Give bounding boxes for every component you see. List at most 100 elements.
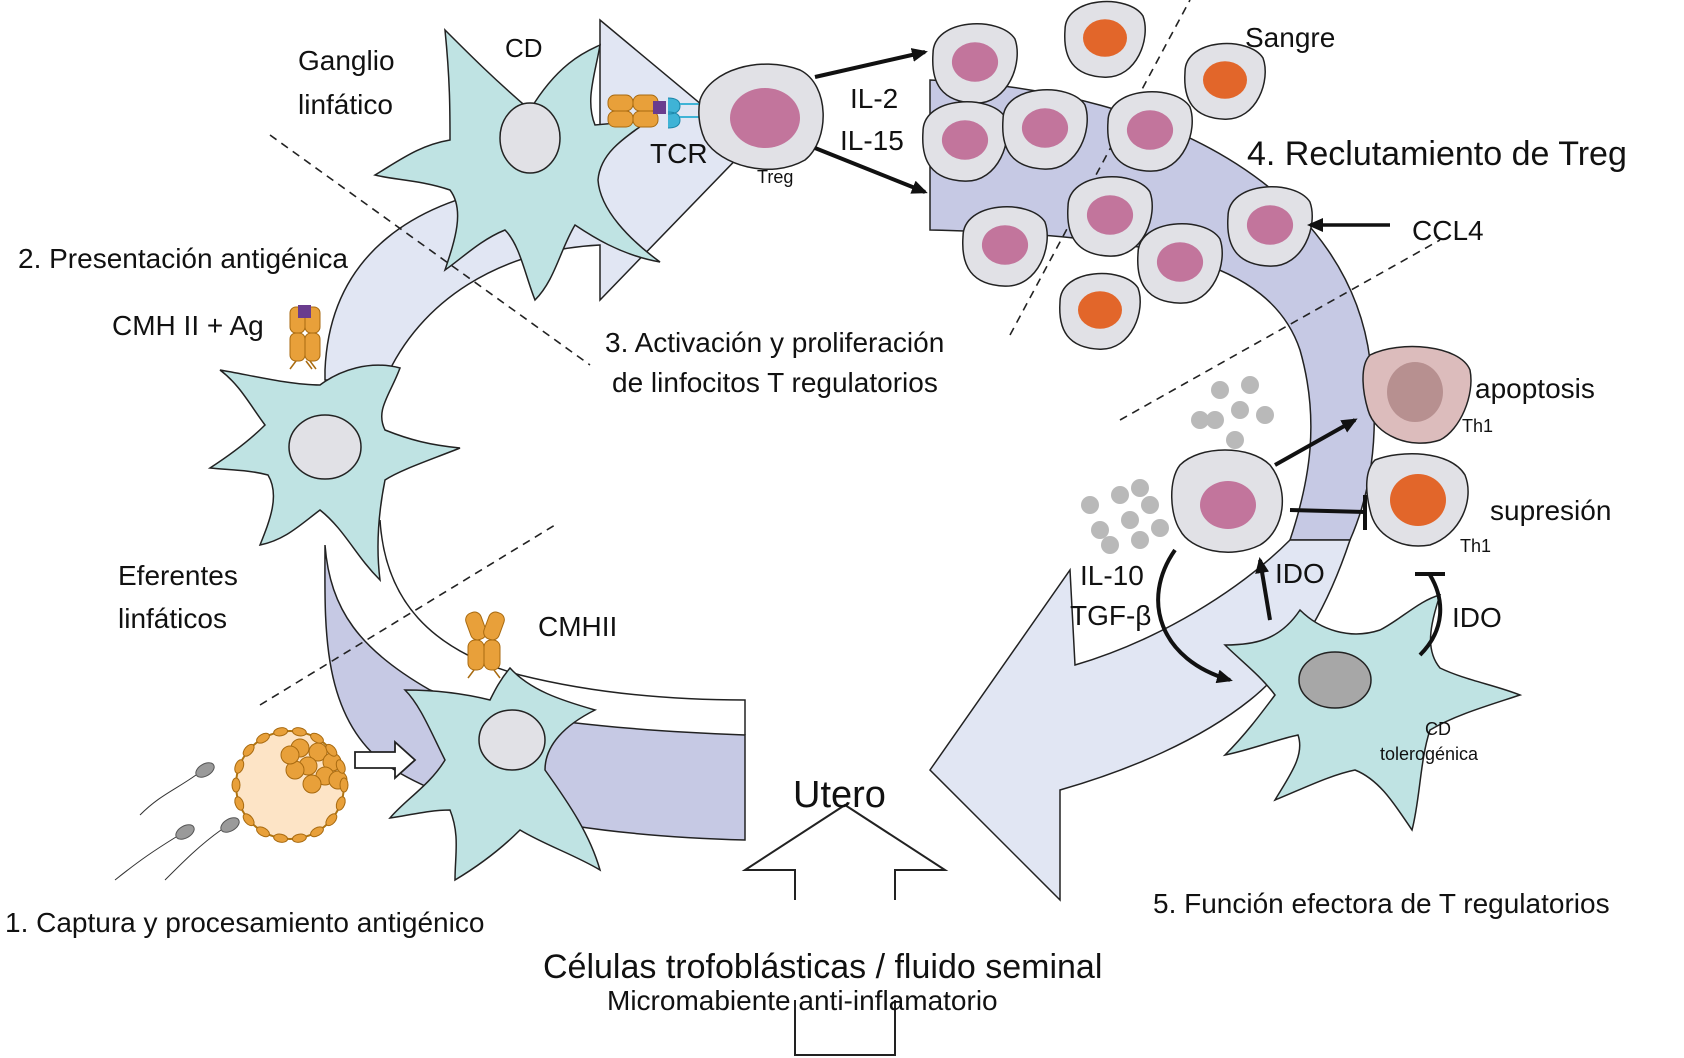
treg-cell-1 — [922, 101, 1008, 182]
label-bottom-2: Micromabiente anti-inflamatorio — [607, 985, 998, 1016]
cytokine-dot-6 — [1191, 411, 1209, 429]
apoptotic-th1-cell — [1362, 345, 1472, 444]
zona-cell-300 — [310, 732, 324, 744]
zona-cell-220 — [242, 743, 255, 757]
label-step3-1: 3. Activación y proliferación — [605, 327, 944, 358]
ido-inhibition-curve — [1418, 573, 1443, 657]
label-step1: 1. Captura y procesamiento antigénico — [5, 907, 484, 938]
cytokine-dot-15 — [1151, 519, 1169, 537]
cytokine-dot-5 — [1226, 431, 1244, 449]
label-bottom-1: Células trofoblásticas / fluido seminal — [543, 948, 1102, 986]
cytokine-dot-9 — [1131, 479, 1149, 497]
cytokine-dot-2 — [1231, 401, 1249, 419]
label-sangre: Sangre — [1245, 22, 1335, 53]
blood-cell-1 — [1184, 42, 1266, 120]
label-th1-supresion: Th1 — [1460, 536, 1491, 556]
cytokine-dot-8 — [1111, 486, 1129, 504]
label-ido-right: IDO — [1452, 602, 1502, 633]
il-arrow-lower — [814, 146, 928, 194]
zona-cell-120 — [256, 826, 270, 838]
zona-cell-280 — [291, 727, 307, 737]
cytokine-dot-11 — [1121, 511, 1139, 529]
label-cmh-ag: CMH II + Ag — [112, 310, 264, 341]
label-step2: 2. Presentación antigénica — [18, 243, 348, 274]
cycle-band-lower-left — [324, 544, 746, 841]
sperm-cells — [114, 762, 240, 881]
treg-cluster — [922, 0, 1313, 350]
label-cd-tol-2: tolerogénica — [1380, 744, 1479, 764]
il10-curved-arrow — [1156, 548, 1233, 684]
zona-cell-80 — [291, 833, 307, 843]
ido-arrow-up — [1255, 557, 1272, 621]
cytokine-dot-12 — [1141, 496, 1159, 514]
cytokine-dot-10 — [1091, 521, 1109, 539]
il-arrow-upper — [814, 48, 928, 79]
treg-cell-5 — [1227, 186, 1313, 267]
utero-input-arrow — [741, 803, 949, 1056]
cytokine-dot-14 — [1131, 531, 1149, 549]
label-step5: 5. Función efectora de T regulatorios — [1153, 888, 1610, 919]
label-step4: 4. Reclutamiento de Treg — [1247, 135, 1627, 173]
label-tgfb: TGF-β — [1070, 600, 1151, 631]
region-separators — [259, 0, 1441, 706]
zona-cell-180 — [231, 777, 241, 793]
blood-cell-0 — [1064, 0, 1146, 78]
zona-cell-160 — [234, 796, 245, 811]
embryo — [231, 727, 349, 843]
zona-cell-320 — [325, 743, 338, 757]
zona-cell-140 — [242, 813, 255, 827]
label-eferentes-1: Eferentes — [118, 560, 238, 591]
cycle-band-lower-left-inner — [379, 519, 746, 735]
zona-cell-240 — [256, 732, 270, 744]
zona-cell-260 — [273, 727, 289, 737]
tolerogenic-dendritic-cell — [1222, 593, 1523, 832]
label-cd-tol-1: CD — [1425, 719, 1451, 739]
label-ccl4: CCL4 — [1412, 215, 1484, 246]
zona-cell-20 — [335, 796, 346, 811]
cytokine-dot-13 — [1101, 536, 1119, 554]
treg-cell-4 — [1067, 176, 1153, 257]
cytokine-dot-4 — [1206, 411, 1224, 429]
cytokine-dot-0 — [1211, 381, 1229, 399]
cytokine-dot-1 — [1241, 376, 1259, 394]
label-apoptosis: apoptosis — [1475, 373, 1595, 404]
zona-cell-40 — [325, 813, 338, 827]
label-ganglio-2: linfático — [298, 89, 393, 120]
zona-cell-100 — [273, 833, 289, 843]
treg-cell — [698, 63, 824, 171]
label-ido-center: IDO — [1275, 558, 1325, 589]
zona-cell-200 — [234, 759, 245, 774]
treg-cell-2 — [1002, 89, 1088, 170]
label-cd-top: CD — [505, 33, 543, 63]
treg-cell-6 — [962, 206, 1048, 287]
cytokine-dots — [1081, 376, 1274, 554]
blastomere-8 — [280, 745, 300, 765]
mhc-tcr-complex — [607, 94, 710, 129]
label-treg: Treg — [757, 167, 793, 187]
label-cmhii: CMHII — [538, 611, 617, 642]
zona-cell-0 — [339, 777, 349, 793]
zona-cell-60 — [310, 826, 324, 838]
label-tcr: TCR — [650, 138, 708, 169]
dendritic-cell-middle — [207, 364, 461, 583]
dendritic-cell-bottom — [388, 666, 602, 882]
cmhii-receptor — [465, 611, 505, 679]
treg-cell-7 — [1137, 223, 1223, 304]
label-ganglio-1: Ganglio — [298, 45, 395, 76]
effector-treg — [1171, 449, 1283, 553]
treg-cell-3 — [1107, 91, 1193, 172]
label-step3-2: de linfocitos T regulatorios — [612, 367, 938, 398]
label-supresion: supresión — [1490, 495, 1611, 526]
label-il2: IL-2 — [850, 83, 898, 114]
capture-arrow — [354, 739, 417, 781]
apoptosis-arrow — [1274, 418, 1358, 467]
mhc-ag-receptor — [289, 305, 321, 370]
label-th1-apoptosis: Th1 — [1462, 416, 1493, 436]
suppressed-th1-cell — [1365, 453, 1469, 547]
cytokine-dot-7 — [1081, 496, 1099, 514]
blood-cell-2 — [1059, 272, 1141, 350]
zona-cell-340 — [335, 759, 346, 774]
label-eferentes-2: linfáticos — [118, 603, 227, 634]
label-il10: IL-10 — [1080, 560, 1144, 591]
